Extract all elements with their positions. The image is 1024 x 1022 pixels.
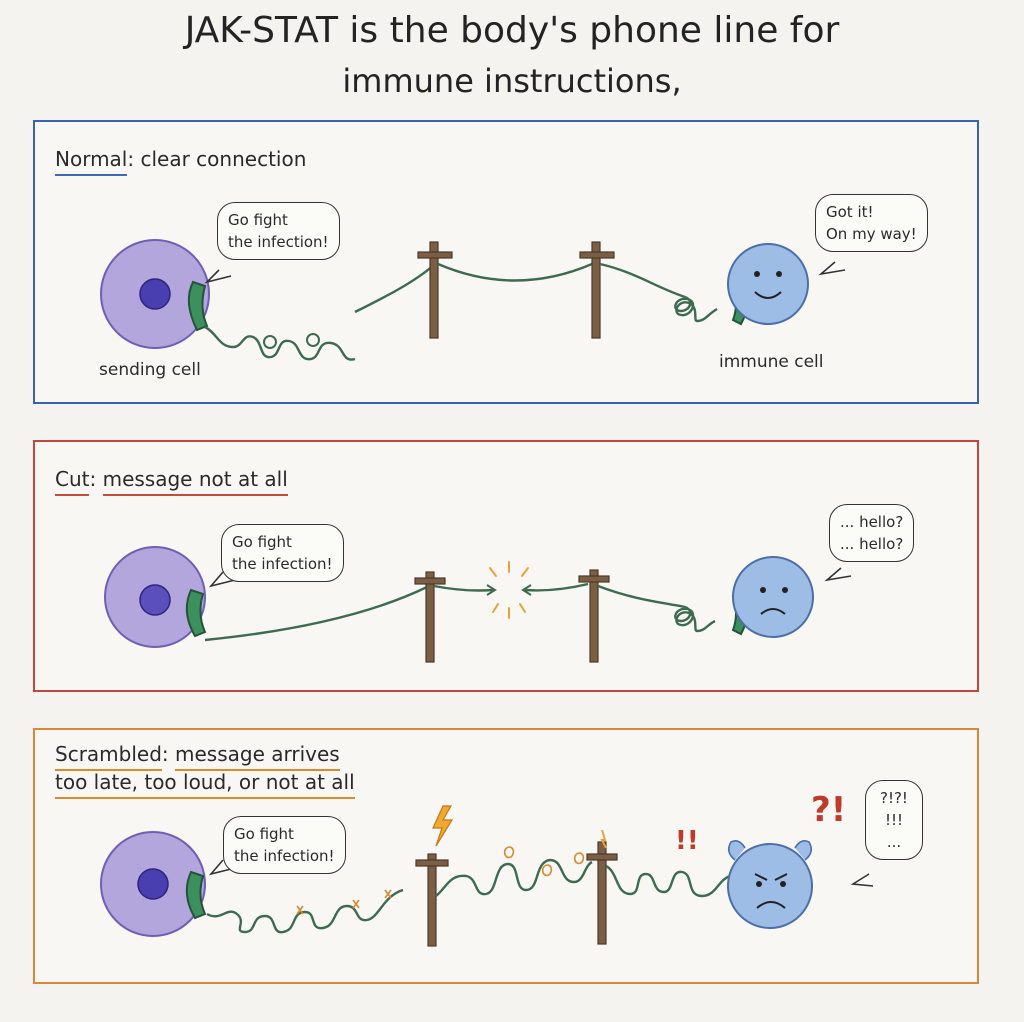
alarm-exclamation-mark: !! — [675, 826, 699, 856]
sending-cell-label: sending cell — [99, 360, 201, 380]
immune-cell — [727, 843, 813, 929]
broken-wire-left — [433, 584, 494, 592]
sending-cell-nucleus — [137, 868, 169, 900]
phone-handset-icon — [187, 280, 209, 332]
immune-cell-label: immune cell — [719, 352, 824, 372]
panel-cut: Cut: message not at all Go fight the inf… — [33, 440, 979, 692]
phone-wire — [354, 263, 436, 314]
panel-scrambled: Scrambled: message arrives too late, too… — [33, 728, 979, 984]
panel-cut-heading: Cut: message not at all — [55, 467, 288, 496]
tangled-wire-span — [435, 858, 593, 897]
panel-scrambled-caption-line2: too late, too loud, or not at all — [55, 770, 355, 799]
sad-face — [760, 608, 786, 615]
broken-wire-right — [524, 582, 589, 592]
sender-speech-bubble: Go fight the infection! — [221, 524, 344, 582]
phone-cord — [674, 605, 716, 633]
receiver-speech-bubble: Got it! On my way! — [815, 194, 928, 252]
telephone-pole-icon — [417, 241, 453, 339]
phone-cord — [204, 325, 356, 361]
phone-wire — [597, 584, 686, 609]
immune-cell — [727, 243, 809, 325]
page-subtitle: immune instructions, — [342, 62, 682, 100]
worried-face — [756, 901, 786, 909]
phone-handset-icon — [185, 870, 207, 920]
smile-face — [754, 291, 782, 299]
tangled-wire — [206, 888, 404, 934]
alarm-interrobang-mark: ?! — [811, 790, 847, 830]
receiver-speech-bubble: ... hello? ... hello? — [829, 504, 915, 562]
immune-cell — [732, 556, 814, 638]
telephone-pole-icon — [415, 853, 449, 947]
scrambled-phone-line-illustration — [100, 805, 874, 947]
telephone-pole-icon — [578, 569, 610, 663]
phone-cord — [674, 295, 718, 323]
telephone-pole-icon — [579, 241, 615, 339]
sending-cell-nucleus — [139, 278, 171, 310]
normal-phone-line-illustration — [100, 239, 846, 361]
panel-scrambled-heading: Scrambled: message arrives — [55, 742, 340, 771]
receiver-speech-bubble: ?!?! !!! ... — [865, 780, 923, 860]
phone-wire — [599, 262, 686, 299]
phone-wire — [204, 585, 428, 642]
panel-normal-heading: Normal: clear connection — [55, 147, 306, 176]
panel-normal: Normal: clear connection Go fight the in… — [33, 120, 979, 404]
spark-icon — [600, 829, 607, 849]
phone-wire-span — [437, 262, 593, 282]
sending-cell-nucleus — [139, 584, 171, 616]
spark-icon — [489, 561, 529, 619]
page-title: JAK-STAT is the body's phone line for — [184, 10, 840, 51]
telephone-pole-icon — [414, 571, 446, 663]
lightning-bolt-icon — [432, 805, 454, 847]
telephone-pole-icon — [586, 841, 618, 945]
sender-speech-bubble: Go fight the infection! — [217, 202, 340, 260]
sender-speech-bubble: Go fight the infection! — [223, 816, 346, 874]
cut-phone-line-illustration — [104, 546, 852, 663]
phone-handset-icon — [185, 588, 207, 638]
tangled-wire — [605, 864, 731, 898]
